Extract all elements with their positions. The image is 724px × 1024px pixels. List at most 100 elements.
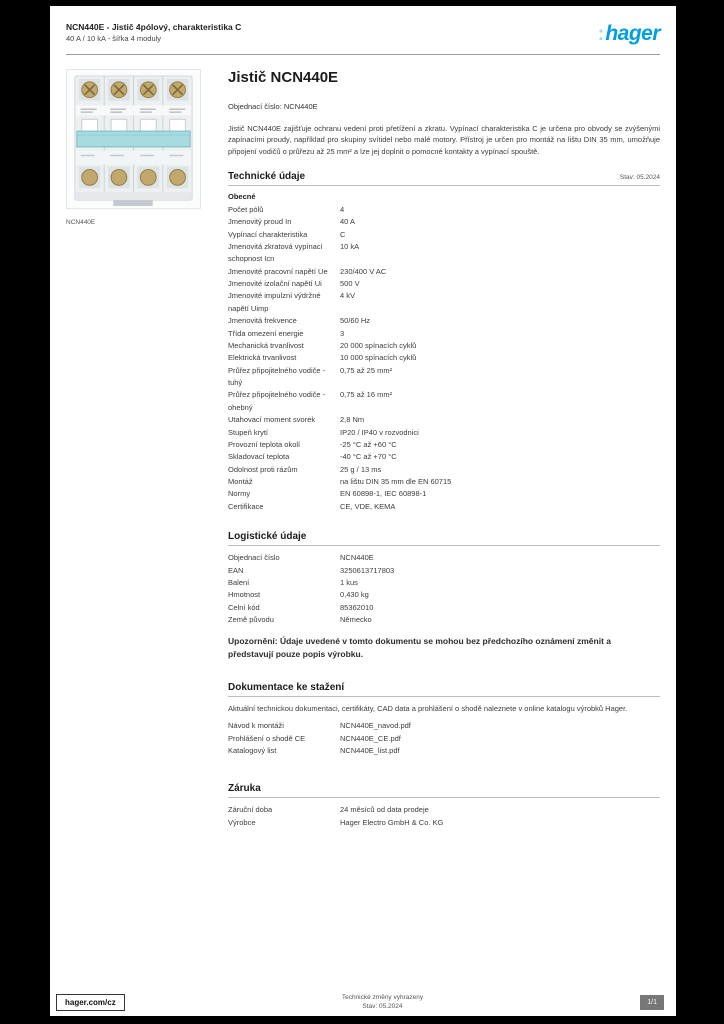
spec-value: -25 °C až +60 °C [340, 439, 397, 449]
footer-date: Stav: 05.2024 [362, 1003, 403, 1011]
spec-label: Provozní teplota okolí [228, 439, 301, 449]
spec-value: 3250613717803 [340, 565, 395, 575]
spec-label: Vypínací charakteristika [228, 229, 308, 239]
footer-center-text: Technické změny vyhrazeny Stav: 05.2024 [342, 993, 423, 1013]
logo-wordmark: hager [605, 22, 660, 45]
section-header: Logistické údaje [228, 531, 660, 547]
section-title: Dokumentace ke stažení [228, 682, 345, 693]
spec-value: EN 60898-1, IEC 60898-1 [340, 489, 427, 499]
spec-row: Montáž na lištu DIN 35 mm dle EN 60715 [228, 476, 660, 488]
spec-label: Výrobce [228, 817, 256, 827]
section-meta: Stav: 05.2024 [619, 173, 660, 181]
spec-value: C [340, 229, 346, 239]
spec-value: Hager Electro GmbH & Co. KG [340, 817, 444, 827]
spec-label: Stupeň krytí [228, 427, 269, 437]
logo-mark-icon: : [597, 23, 605, 45]
header: NCN440E - Jistič 4pólový, charakteristik… [50, 6, 676, 50]
website-link[interactable]: hager.com/cz [56, 993, 125, 1011]
page-number-badge: 1/1 [640, 994, 664, 1010]
spec-label: Jmenovitá frekvence [228, 316, 297, 326]
section-title: Logistické údaje [228, 531, 307, 543]
spec-label: Počet pólů [228, 204, 264, 214]
section-header: Dokumentace ke stažení [228, 682, 660, 697]
spec-value: 0,430 kg [340, 590, 369, 600]
section-note: Upozornění: Údaje uvedené v tomto dokume… [228, 636, 612, 659]
spec-value: 50/60 Hz [340, 316, 371, 326]
mcb-illustration [74, 75, 193, 206]
spec-value: IP20 / IP40 v rozvodnici [340, 427, 419, 437]
spec-label: Jmenovité impulzní výdržné napětí Uimp [228, 291, 321, 313]
spec-label: Montáž [228, 477, 253, 486]
spec-value: 500 V [340, 279, 360, 288]
spec-label: Certifikace [228, 501, 264, 511]
spec-label: EAN [228, 565, 244, 575]
spec-label: Záruční doba [228, 805, 273, 815]
spec-label: Třída omezení energie [228, 328, 304, 338]
spec-label: Jmenovitý proud In [228, 217, 292, 227]
spec-label: Průřez připojitelného vodiče - tuhý [228, 365, 326, 387]
product-image-caption: NCN440E [66, 219, 96, 226]
spec-row: Skladovací teplota-40 °C až +70 °C [228, 451, 660, 463]
section-header: Technické údaje Stav: 05.2024 [228, 171, 660, 186]
spec-label: Elektrická trvanlivost [228, 353, 297, 363]
spec-value: Německo [340, 615, 372, 624]
spec-row: Jmenovitá zkratová vypínací schopnost Ic… [228, 241, 660, 266]
spec-value: NCN440E_list.pdf [340, 746, 400, 755]
spec-value: NCN440E_navod.pdf [340, 721, 411, 731]
spec-row: Jmenovité izolační napětí Ui 500 V [228, 278, 660, 290]
header-divider [66, 54, 660, 55]
spec-row: Vypínací charakteristika C [228, 229, 660, 241]
spec-row: Jmenovité impulzní výdržné napětí Uimp 4 … [228, 290, 660, 315]
spec-value: 10 000 spínacích cyklů [340, 353, 417, 363]
spec-row: Stupeň krytí IP20 / IP40 v rozvodnici [228, 427, 660, 439]
spec-value: na lištu DIN 35 mm dle EN 60715 [340, 477, 452, 486]
spec-label: Katalogový list [228, 746, 277, 755]
spec-row: Jmenovitá frekvence 50/60 Hz [228, 315, 660, 327]
content-area: NCN440E Jistič NCN440E Objednací číslo: … [50, 55, 676, 829]
section-title: Záruka [228, 783, 261, 795]
spec-row: Záruční doba 24 měsíců od data prodeje [228, 804, 660, 816]
spec-value: 24 měsíců od data prodeje [340, 805, 429, 815]
main-column: Jistič NCN440E Objednací číslo: NCN440E … [228, 69, 660, 829]
spec-value: 40 A [340, 217, 356, 227]
spec-label: Odolnost proti rázům [228, 464, 298, 474]
spec-row: Země původu Německo [228, 614, 660, 626]
spec-row: Výrobce Hager Electro GmbH & Co. KG [228, 817, 660, 829]
spec-value: 0,75 až 16 mm² [340, 390, 393, 400]
spec-row: Provozní teplota okolí -25 °C až +60 °C [228, 439, 660, 451]
spec-value: CE, VDE, KEMA [340, 501, 396, 511]
spec-value: -40 °C až +70 °C [340, 452, 397, 462]
spec-value: 1 kus [340, 577, 358, 587]
spec-label: Průřez připojitelného vodiče - ohebný [228, 390, 326, 412]
spec-value: 4 kV [340, 291, 356, 301]
spec-row: Průřez připojitelného vodiče - tuhý 0,75 … [228, 365, 660, 390]
spec-value: 2,8 Nm [340, 415, 365, 425]
section-title: Technické údaje [228, 170, 306, 182]
spec-value: 230/400 V AC [340, 266, 387, 276]
spec-label: Celní kód [228, 602, 260, 612]
spec-label: Jmenovité izolační napětí Ui [228, 279, 322, 288]
spec-label: Země původu [228, 615, 274, 624]
section-lead-text: Aktuální technickou dokumentaci, certifi… [228, 704, 628, 713]
spec-label: Objednací číslo [228, 553, 280, 563]
spec-label: Návod k montáži [228, 721, 284, 731]
product-ref-subtitle: 40 A / 10 kA - šířka 4 moduly [66, 34, 162, 43]
product-title: Jistič NCN440E [228, 69, 339, 86]
order-number: Objednací číslo: NCN440E [228, 102, 318, 111]
spec-value: 0,75 až 25 mm² [340, 365, 393, 375]
